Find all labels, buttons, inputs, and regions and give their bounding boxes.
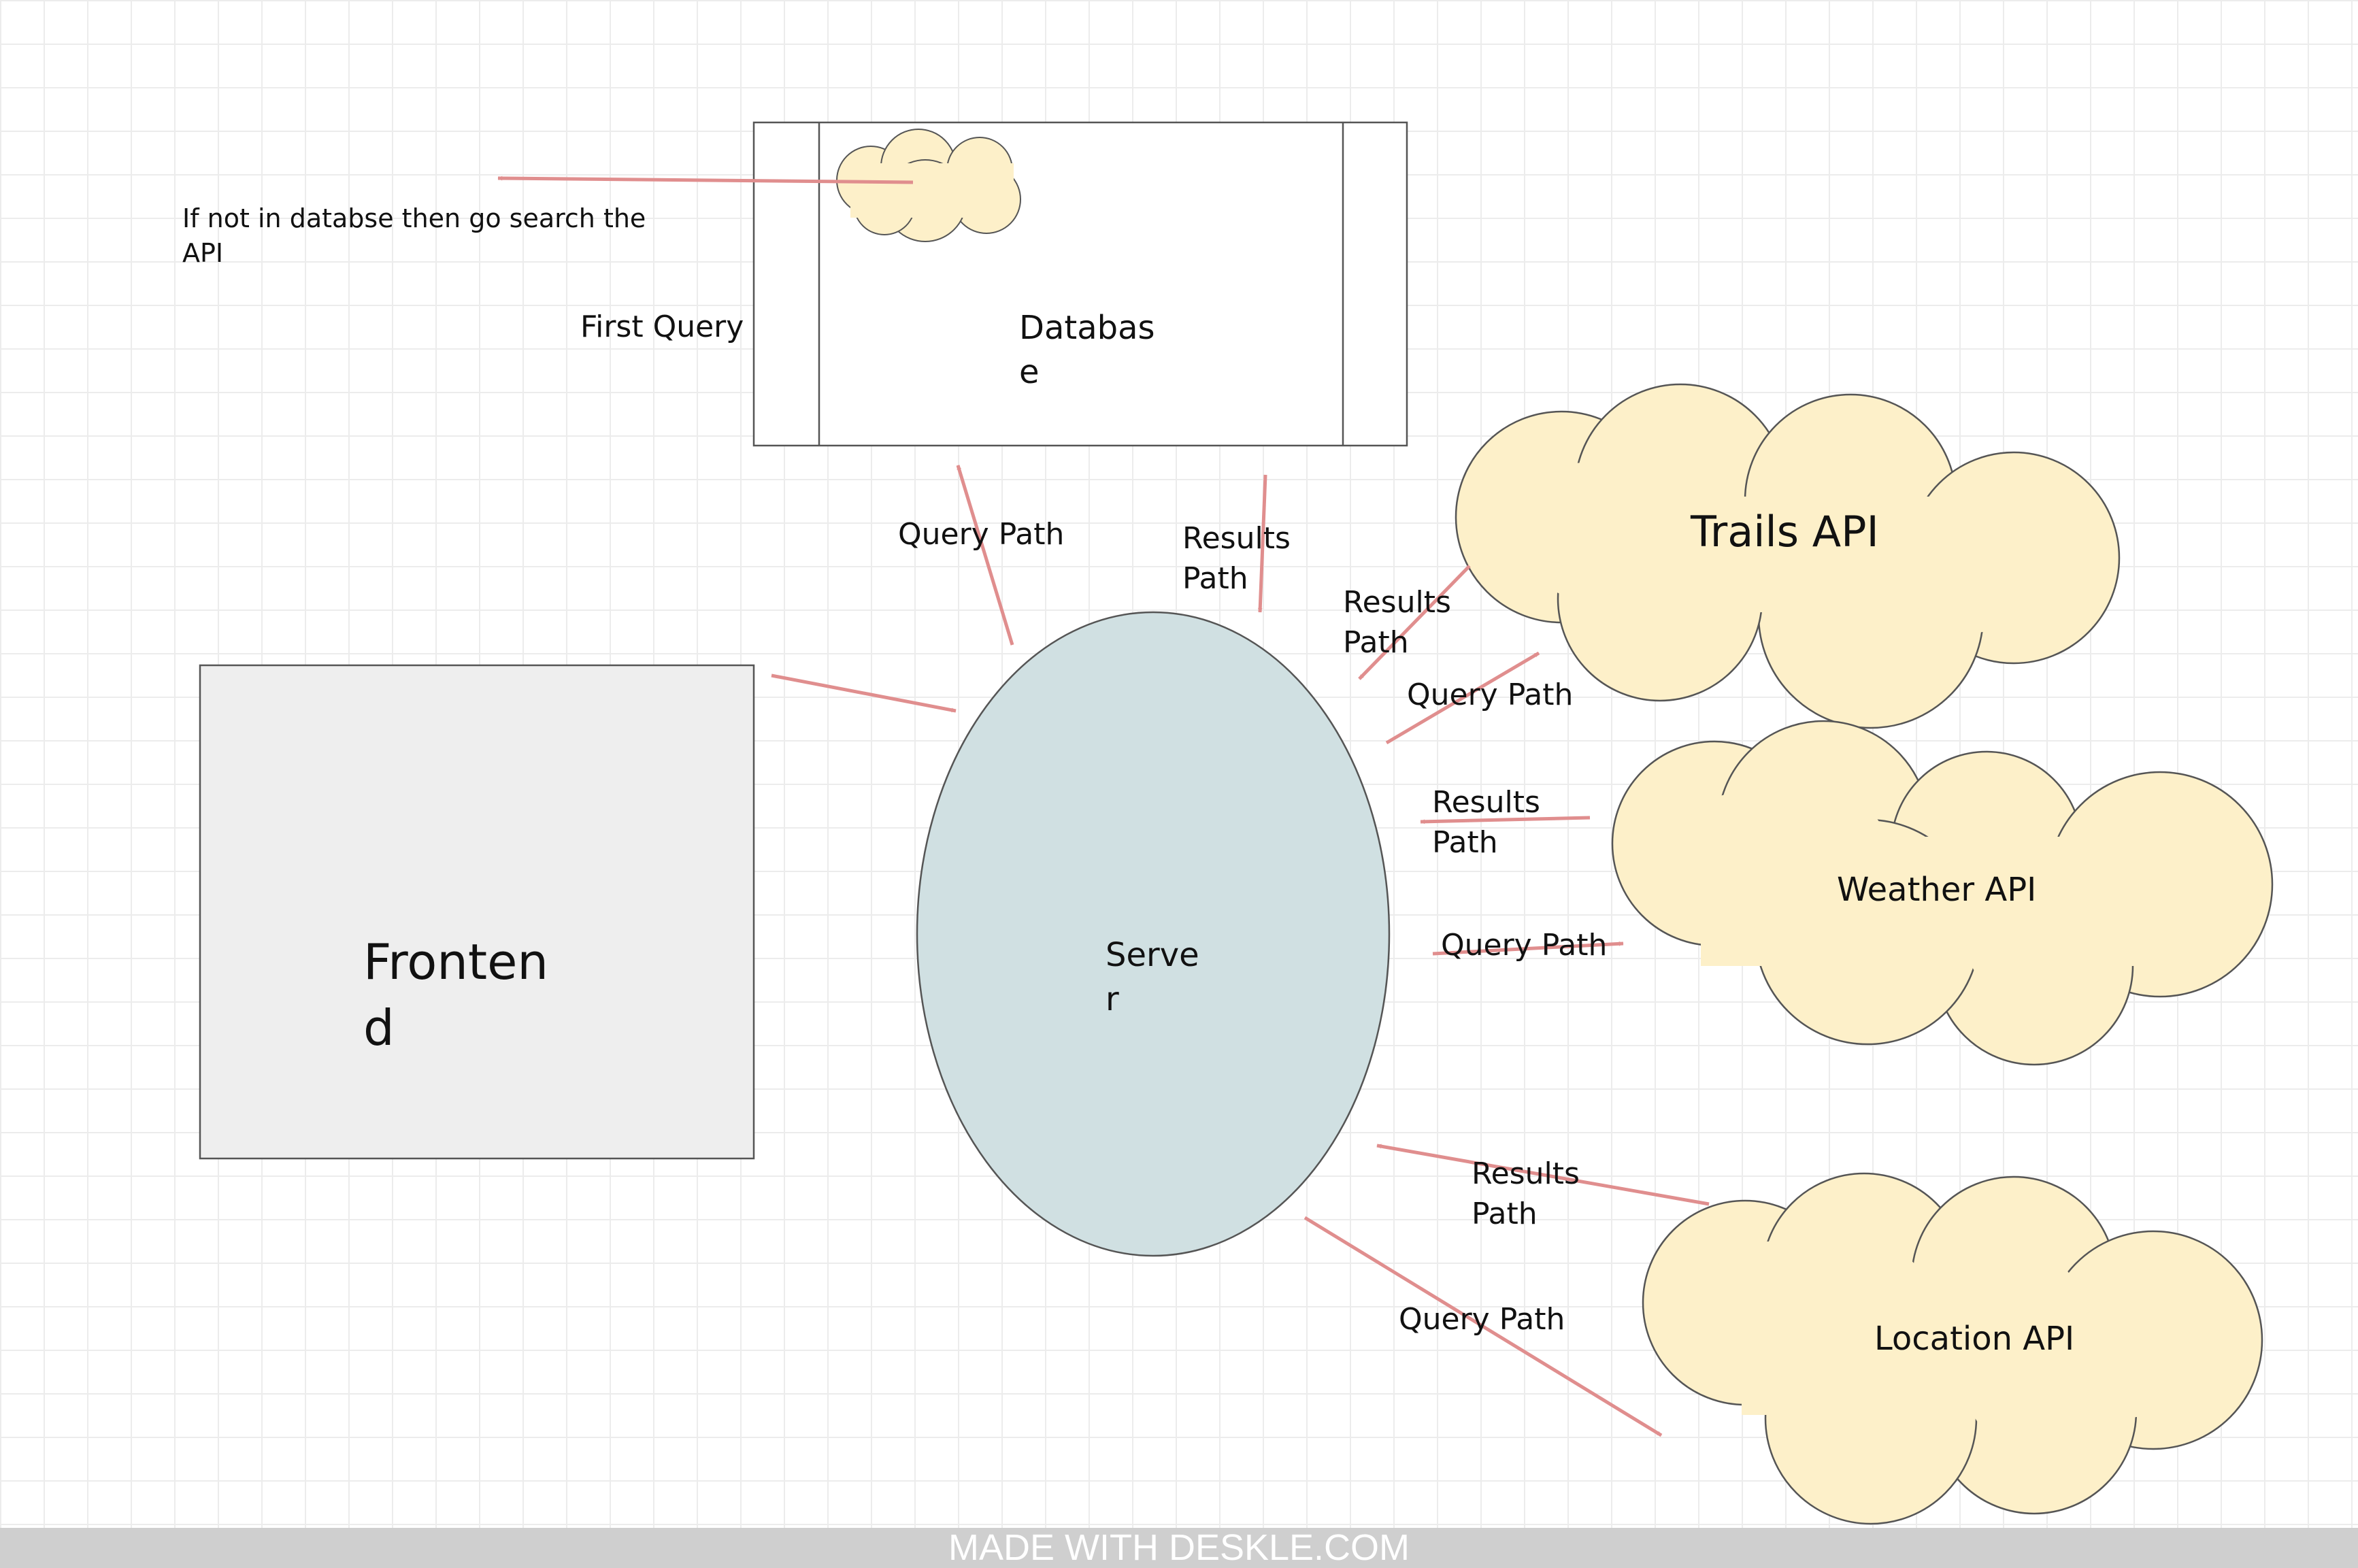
location-api-label: Location API (1874, 1320, 2075, 1358)
weather-api-label: Weather API (1837, 871, 2037, 909)
location-api-node[interactable] (1642, 1172, 2263, 1525)
trails-results-path-label: Results Path (1343, 585, 1451, 661)
weather-query-path-label: Query Path (1441, 928, 1608, 963)
footer-watermark: MADE WITH DESKLE.COM (0, 1528, 2358, 1568)
location-query-path-label: Query Path (1399, 1302, 1565, 1337)
trails-api-node[interactable] (1455, 383, 2121, 729)
location-to-server-results-arrow[interactable] (1376, 1144, 1710, 1206)
server-to-location-query-arrow[interactable] (1303, 1216, 1663, 1437)
server-to-weather-query-arrow[interactable] (1432, 941, 1624, 956)
db-results-path-label: Results Path (1182, 521, 1291, 597)
frontend-node[interactable] (199, 664, 755, 1160)
database-label: Databas e (1019, 309, 1155, 391)
weather-results-path-label: Results Path (1432, 785, 1540, 861)
trails-api-label: Trails API (1691, 507, 1879, 556)
first-query-label: First Query (580, 310, 744, 344)
weather-to-server-results-arrow[interactable] (1420, 816, 1591, 824)
database-cloud-shape (836, 129, 1021, 242)
frontend-to-server-arrow[interactable] (771, 673, 957, 713)
db-note-label: If not in databse then go search the API (182, 203, 646, 269)
trails-query-path-label: Query Path (1407, 678, 1574, 712)
db-note-arrow[interactable] (497, 176, 914, 184)
weather-api-node[interactable] (1611, 720, 2274, 1066)
server-node[interactable] (916, 611, 1391, 1257)
server-to-db-query-arrow[interactable] (956, 465, 1014, 646)
frontend-label: Fronten d (363, 933, 549, 1057)
db-to-server-results-arrow[interactable] (1257, 474, 1267, 613)
location-results-path-label: Results Path (1472, 1156, 1580, 1232)
server-to-trails-query-arrow[interactable] (1385, 651, 1540, 745)
trails-to-server-results-arrow[interactable] (1358, 565, 1471, 680)
server-label: Serve r (1106, 936, 1199, 1018)
db-query-path-label: Query Path (898, 517, 1065, 552)
